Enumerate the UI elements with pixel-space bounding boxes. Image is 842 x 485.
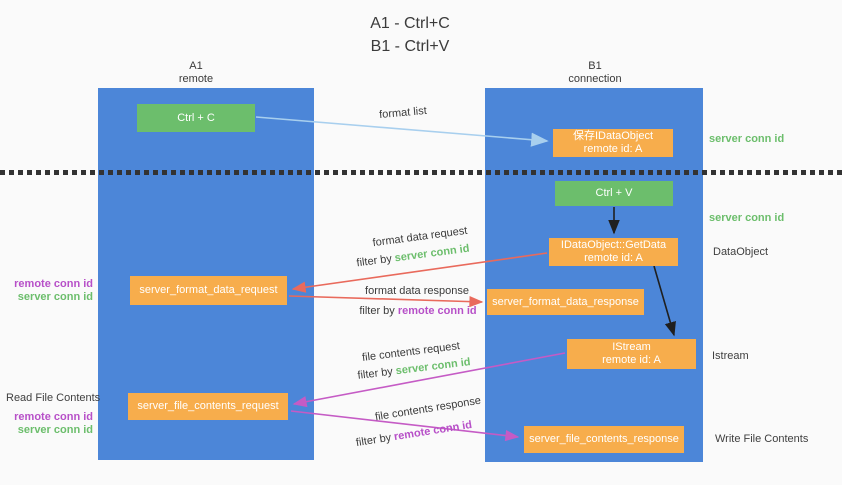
- arrow-file-contents-request: [292, 352, 566, 408]
- arrow-format-data-request: [291, 252, 548, 293]
- label-filter-by-remote-conn-id-1: filter by remote conn id: [359, 305, 477, 317]
- node-getdata-line2: remote id: A: [584, 252, 643, 264]
- node-istream-line2: remote id: A: [602, 354, 661, 366]
- node-ctrl-c-label: Ctrl + C: [177, 111, 215, 124]
- node-save-idataobject: 保存IDataObject remote id: A: [553, 129, 673, 157]
- node-server-format-data-response: server_format_data_response: [487, 289, 644, 315]
- node-ctrl-v-label: Ctrl + V: [595, 187, 633, 199]
- annotation-dataobject: DataObject: [713, 246, 769, 258]
- lane-b1-title: B1: [588, 60, 602, 72]
- annotation-remote-conn-id-1: remote conn id: [14, 278, 93, 290]
- annotation-server-conn-id-mid: server conn id: [709, 212, 785, 224]
- node-save-idataobject-line1: 保存IDataObject: [572, 130, 654, 142]
- node-server-format-data-request: server_format_data_request: [130, 276, 287, 305]
- arrow-file-contents-response: [290, 410, 520, 442]
- title-line-2: B1 - Ctrl+V: [370, 38, 450, 55]
- node-server-format-data-response-label: server_format_data_response: [492, 295, 639, 308]
- title-line-1: A1 - Ctrl+C: [370, 15, 450, 32]
- node-idataobject-getdata: IDataObject::GetData remote id: A: [549, 238, 678, 266]
- node-save-idataobject-line2: remote id: A: [583, 143, 643, 155]
- diagram-title: A1 - Ctrl+C B1 - Ctrl+V: [310, 12, 510, 58]
- annotation-remote-conn-id-2: remote conn id: [14, 411, 93, 423]
- node-istream: IStream remote id: A: [567, 339, 696, 369]
- left-conn-ids-file: remote conn id server conn id: [10, 411, 93, 437]
- label-format-data-response: format data response: [365, 285, 469, 297]
- lane-header-b1: B1 connection: [535, 60, 655, 86]
- arrow-format-data-response: [288, 295, 484, 308]
- lane-b1-subtitle: connection: [568, 73, 622, 85]
- annotation-read-file-contents: Read File Contents: [6, 392, 101, 404]
- left-conn-ids-format: remote conn id server conn id: [10, 278, 93, 304]
- lane-a1-subtitle: remote: [178, 73, 214, 85]
- annotation-write-file-contents: Write File Contents: [715, 433, 809, 445]
- annotation-server-conn-id-top: server conn id: [709, 133, 785, 145]
- node-ctrl-v: Ctrl + V: [555, 181, 673, 206]
- node-server-file-contents-request-label: server_file_contents_request: [137, 400, 279, 412]
- node-istream-line1: IStream: [612, 341, 651, 353]
- node-server-file-contents-response-label: server_file_contents_response: [529, 433, 679, 445]
- lane-header-a1: A1 remote: [136, 60, 256, 86]
- annotation-server-conn-id-2: server conn id: [17, 424, 93, 436]
- node-ctrl-c: Ctrl + C: [137, 104, 255, 132]
- annotation-istream: Istream: [712, 350, 749, 362]
- arrow-getdata-to-istream: [653, 265, 676, 337]
- lane-a1-title: A1: [189, 60, 203, 72]
- node-server-format-data-request-label: server_format_data_request: [139, 284, 278, 296]
- node-getdata-line1: IDataObject::GetData: [560, 239, 667, 251]
- annotation-server-conn-id-1: server conn id: [17, 291, 93, 303]
- arrow-format-list: [255, 116, 549, 147]
- node-server-file-contents-response: server_file_contents_response: [524, 426, 684, 453]
- node-server-file-contents-request: server_file_contents_request: [128, 393, 288, 420]
